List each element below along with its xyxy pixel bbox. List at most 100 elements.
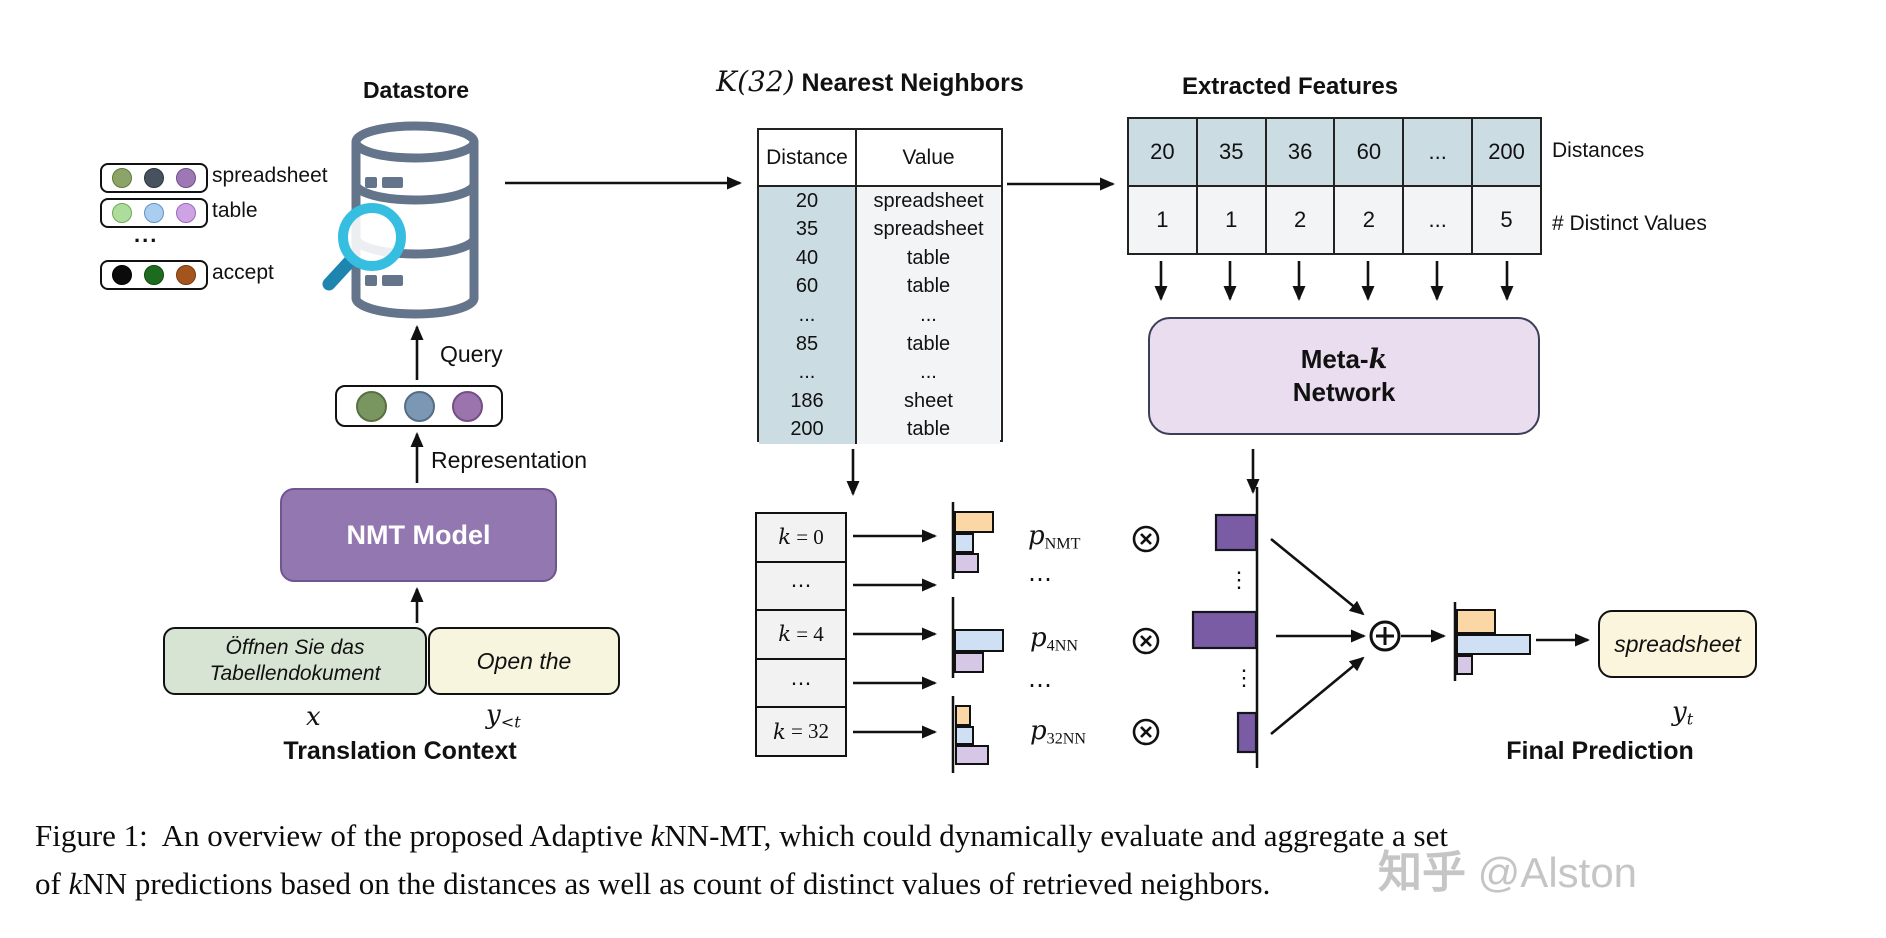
token-row-accept: [100, 260, 208, 290]
knn-value-cell: spreadsheet: [873, 218, 984, 241]
connector-arrows: [410, 176, 1590, 739]
token-dot: [144, 203, 164, 223]
knn-distance-cell: 186: [790, 389, 824, 412]
knn-value-cell: table: [906, 332, 951, 355]
knn-value-cell: sheet: [904, 389, 953, 412]
p32nn-bar-purple: [955, 745, 989, 765]
k-var: k: [778, 525, 791, 550]
p-sub: NMT: [1044, 535, 1081, 553]
knn-value-cell: table: [906, 275, 951, 298]
feature-count-cell: 1: [1129, 187, 1198, 253]
knn-distance-cell: 40: [795, 246, 819, 269]
knn-header-value: Value: [902, 145, 955, 169]
knn-title-math: K(32): [716, 65, 795, 98]
meta-k-line2: Network: [1292, 377, 1396, 407]
p-base: p: [1030, 623, 1047, 653]
knn-title: K(32) Nearest Neighbors: [660, 65, 1080, 98]
token-dot: [112, 265, 132, 285]
weight-bar-1: [1214, 513, 1258, 552]
y-prev-math-label: y<t: [486, 700, 521, 732]
magnifier-icon: [322, 203, 406, 291]
extracted-features-title: Extracted Features: [1181, 73, 1399, 100]
knn-distance-cell: ...: [798, 304, 816, 327]
features-count-row: 1 1 2 2 ... 5: [1129, 187, 1540, 253]
knn-distance-column: 20 35 40 60 ... 85 ... 186 200: [759, 187, 857, 444]
weight-bar-2: [1191, 610, 1258, 650]
p4nn-bar-blue: [954, 629, 1004, 652]
meta-k-network-box: Meta-k Network: [1148, 317, 1540, 435]
knn-value-cell: spreadsheet: [873, 189, 984, 212]
knn-value-column: spreadsheet spreadsheet table table ... …: [857, 187, 1000, 444]
token-dot: [144, 265, 164, 285]
token-dot: [176, 265, 196, 285]
arrow-weight1-to-sum: [1270, 537, 1365, 616]
y-t-math-label: yt: [1672, 697, 1693, 729]
token-dot: [112, 203, 132, 223]
k-var: k: [772, 719, 786, 744]
k-cell-0: k = 0: [757, 514, 845, 563]
knn-value-cell: table: [906, 418, 951, 441]
k-rest: = 32: [785, 719, 830, 744]
p-base: p: [1028, 521, 1045, 551]
k-dots: ⋯: [790, 670, 812, 695]
token-rows-ellipsis: ...: [134, 222, 159, 247]
otimes-icons: [1132, 525, 1160, 746]
otimes-icon: [1132, 627, 1160, 655]
figure-caption: Figure 1: An overview of the proposed Ad…: [35, 812, 1850, 908]
knn-title-text: Nearest Neighbors: [794, 69, 1024, 97]
k-cell-dots: ⋯: [757, 660, 845, 709]
knn-distance-cell: 35: [795, 218, 819, 241]
y-prev-base: y: [486, 700, 501, 730]
p4nn-bar-purple: [954, 652, 984, 673]
feature-count-cell: 1: [1198, 187, 1267, 253]
representation-dot: [451, 390, 483, 422]
meta-k-prefix: Meta-: [1300, 344, 1369, 374]
weights-vdots-2: ⋮: [1233, 665, 1255, 690]
p32nn-bar-blue: [955, 726, 974, 745]
arrow-weight3-to-sum: [1270, 656, 1365, 736]
target-prefix-label: Open the: [476, 647, 572, 674]
final-word-box: spreadsheet: [1598, 610, 1757, 678]
p-4nn-label: p4NN: [1030, 623, 1078, 656]
watermark-handle: @Alston: [1466, 849, 1638, 896]
y-t-base: y: [1672, 697, 1687, 727]
knn-value-cell: table: [906, 246, 951, 269]
knn-distance-cell: 200: [790, 418, 824, 441]
token-row-table: [100, 198, 208, 228]
distances-row-label: Distances: [1552, 139, 1645, 162]
k-rest: = 4: [790, 621, 824, 646]
p32nn-bar-orange: [955, 705, 971, 726]
p-sub: 32NN: [1046, 730, 1087, 748]
knn-distance-cell: ...: [798, 361, 816, 384]
caption-k-italic: k: [68, 866, 83, 901]
knn-header-distance: Distance: [759, 130, 857, 185]
p4nn-distribution-bars: [954, 629, 1004, 673]
k-cell-dots: ⋯: [757, 563, 845, 612]
feature-count-cell: ...: [1404, 187, 1474, 253]
pnmt-bar-blue: [954, 533, 974, 553]
caption-line-2: of kNN predictions based on the distance…: [35, 860, 1850, 908]
weight-bar-3: [1236, 711, 1258, 754]
feature-count-cell: 2: [1267, 187, 1336, 253]
knn-table: Distance Value 20 35 40 60 ... 85 ... 18…: [757, 128, 1003, 444]
representation-dot: [355, 390, 387, 422]
k-rest: = 0: [790, 524, 824, 549]
k-var: k: [778, 622, 791, 647]
caption-text: NN-MT, which could dynamically evaluate …: [664, 818, 1448, 853]
feature-distance-cell: 200: [1488, 139, 1525, 164]
token-label-accept: accept: [212, 261, 274, 284]
caption-text: Figure 1: An overview of the proposed Ad…: [35, 818, 651, 853]
p-dots-1: ⋯: [1028, 565, 1054, 593]
pnmt-bar-purple: [954, 553, 979, 573]
x-math-label: x: [306, 702, 321, 732]
pnmt-bar-orange: [954, 511, 994, 533]
k-cell-4: k = 4: [757, 611, 845, 660]
final-bar-orange: [1456, 609, 1496, 634]
k-dots: ⋯: [790, 573, 812, 598]
p-dots-2: ⋯: [1028, 671, 1054, 699]
source-line2: Tabellendokument: [209, 662, 381, 685]
final-word: spreadsheet: [1614, 630, 1741, 657]
feature-count-cell: 5: [1500, 207, 1513, 232]
token-row-spreadsheet: [100, 163, 208, 193]
